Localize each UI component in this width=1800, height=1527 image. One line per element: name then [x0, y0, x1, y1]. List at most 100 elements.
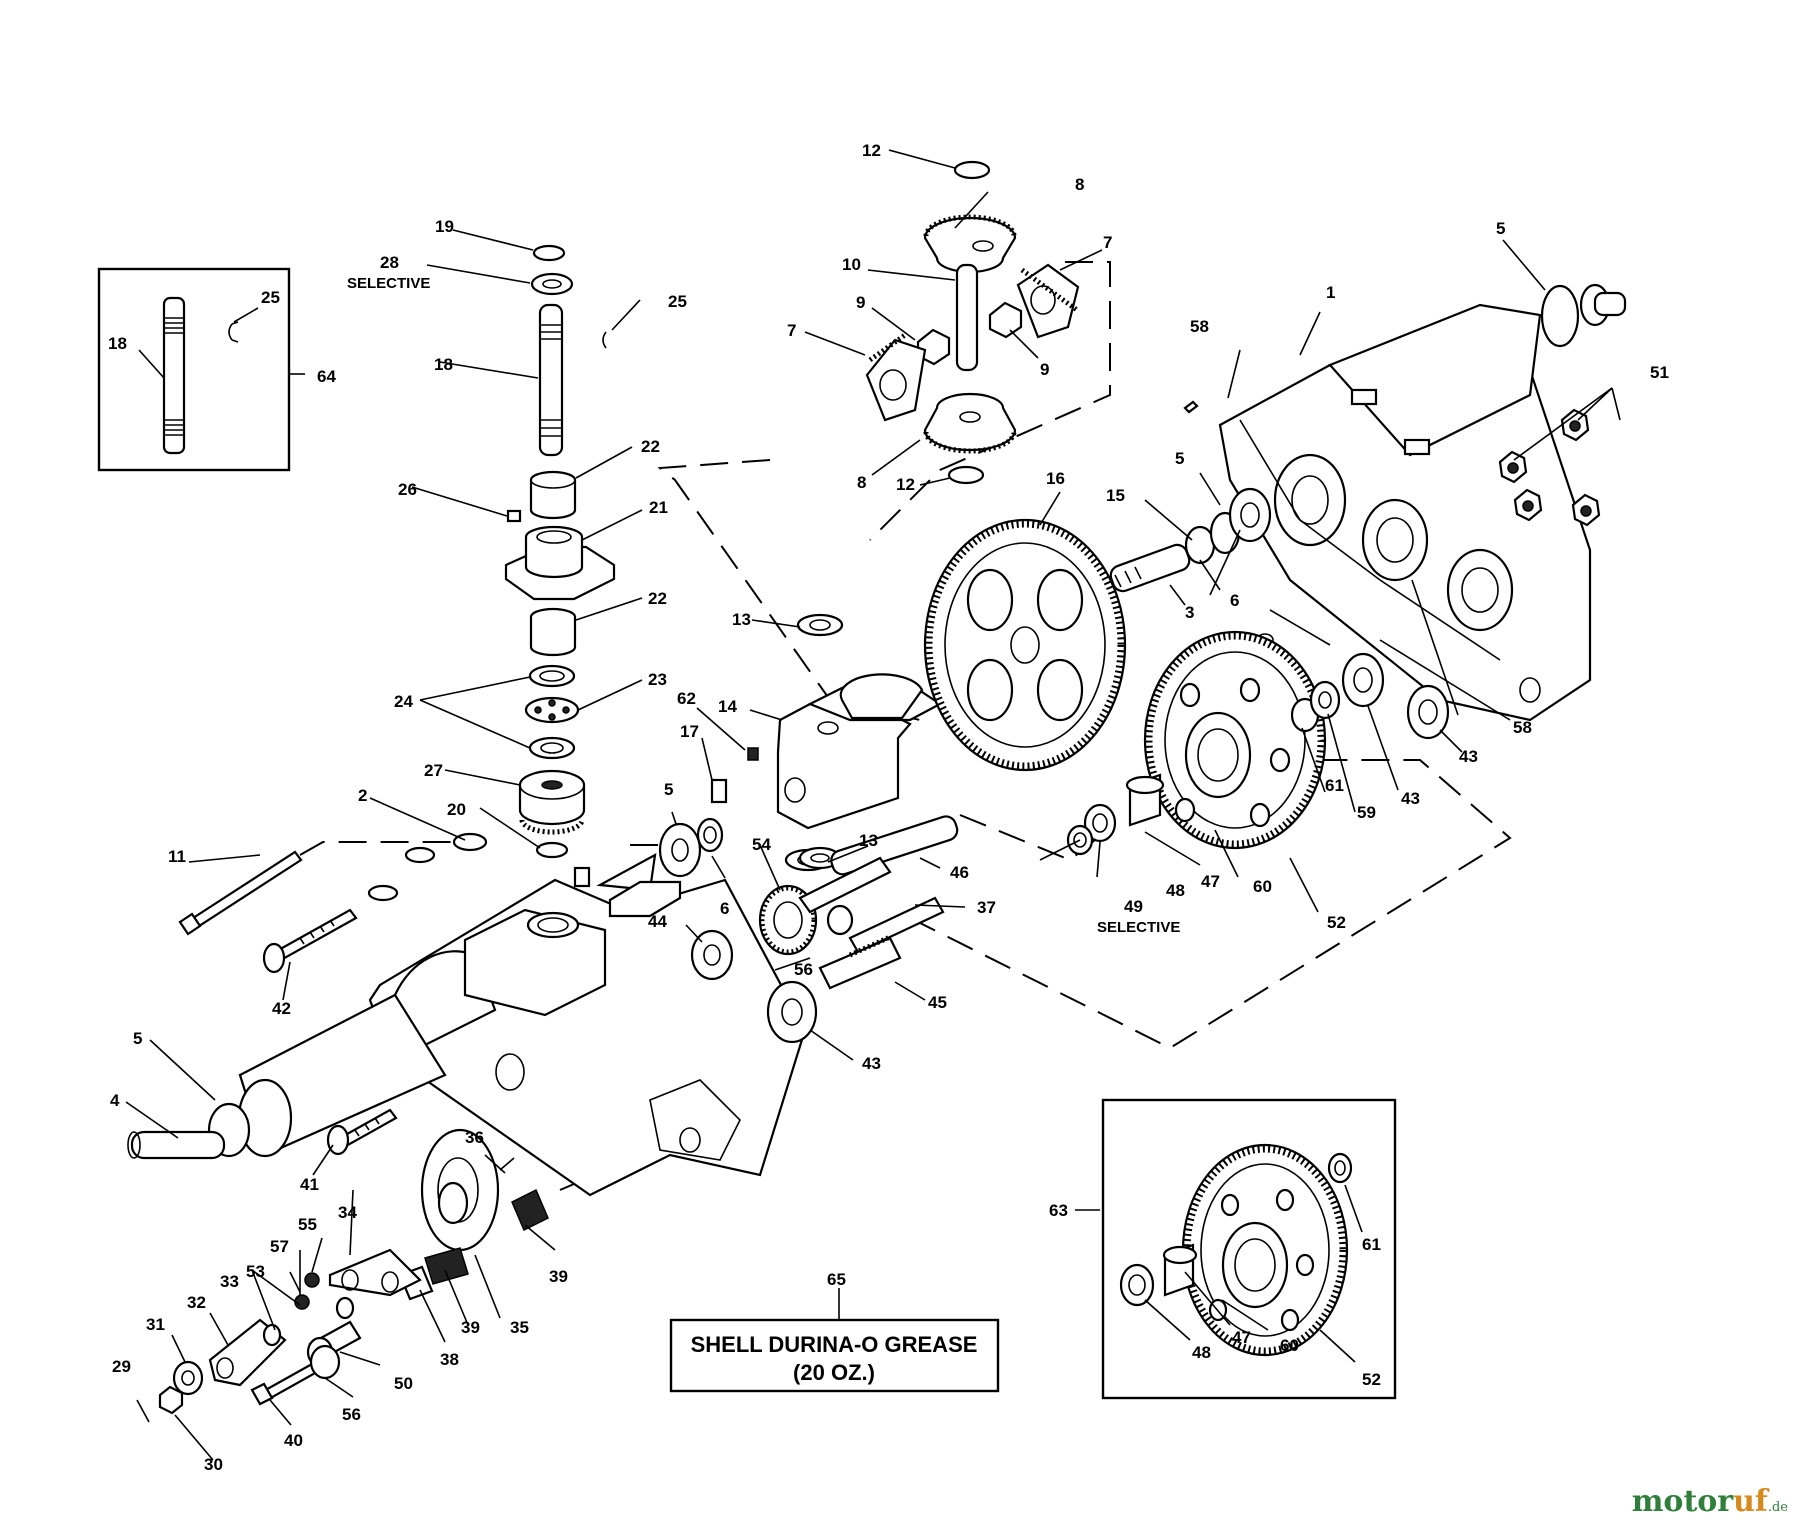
- vertical-shaft-stack: [504, 244, 616, 859]
- label-part-1: 1: [1326, 283, 1335, 302]
- watermark-brand-2: uf: [1733, 1484, 1768, 1519]
- label-part-53: 53: [246, 1262, 265, 1281]
- label-part-40: 40: [284, 1431, 303, 1450]
- label-part-59: 59: [1357, 803, 1376, 822]
- watermark-brand: motor: [1631, 1484, 1734, 1519]
- label-part-47b: 47: [1232, 1328, 1251, 1347]
- label-part-29: 29: [112, 1357, 131, 1376]
- label-selective-b: SELECTIVE: [1097, 919, 1180, 936]
- label-part-23: 23: [648, 670, 667, 689]
- label-part-41: 41: [300, 1175, 319, 1194]
- label-part-35: 35: [510, 1318, 529, 1337]
- label-part-28: 28: [380, 253, 399, 272]
- label-part-30: 30: [204, 1455, 223, 1474]
- label-part-31: 31: [146, 1315, 165, 1334]
- shaft-assembly-64: [162, 296, 239, 455]
- label-part-32: 32: [187, 1293, 206, 1312]
- label-part-27: 27: [424, 761, 443, 780]
- bolts: [178, 850, 398, 1156]
- label-part-3: 3: [1185, 603, 1194, 622]
- label-part-25b: 25: [668, 292, 687, 311]
- right-bearings: [1290, 408, 1601, 740]
- label-part-47a: 47: [1201, 872, 1220, 891]
- label-part-62: 62: [677, 689, 696, 708]
- label-part-18a: 18: [108, 334, 127, 353]
- label-part-2: 2: [358, 786, 367, 805]
- label-part-19: 19: [435, 217, 454, 236]
- label-part-7a: 7: [1103, 233, 1112, 252]
- label-part-26: 26: [398, 480, 417, 499]
- label-part-5a: 5: [664, 780, 673, 799]
- label-part-61a: 61: [1325, 776, 1344, 795]
- grease-note-line1: SHELL DURINA-O GREASE: [691, 1332, 978, 1357]
- label-part-50: 50: [394, 1374, 413, 1393]
- middle-small-parts: [658, 815, 959, 1044]
- label-part-12b: 12: [896, 475, 915, 494]
- gear-52: [1066, 630, 1327, 856]
- grease-note-line2: (20 OZ.): [793, 1360, 875, 1385]
- label-part-39b: 39: [461, 1318, 480, 1337]
- label-part-44: 44: [648, 912, 667, 931]
- label-part-7b: 7: [787, 321, 796, 340]
- label-part-46: 46: [950, 863, 969, 882]
- label-part-57: 57: [270, 1237, 289, 1256]
- inset-box-64: [97, 267, 291, 472]
- label-part-22b: 22: [648, 589, 667, 608]
- label-part-58b: 58: [1513, 718, 1532, 737]
- label-part-11: 11: [168, 847, 186, 866]
- label-part-60a: 60: [1253, 877, 1272, 896]
- label-part-65: 65: [827, 1270, 846, 1289]
- label-part-6a: 6: [720, 899, 729, 918]
- label-part-9a: 9: [856, 293, 865, 312]
- label-part-43c: 43: [1401, 789, 1420, 808]
- differential-assembly: [710, 160, 1080, 872]
- label-part-64: 64: [317, 367, 336, 386]
- label-part-5d: 5: [1496, 219, 1505, 238]
- label-part-33: 33: [220, 1272, 239, 1291]
- watermark-logo: motoruf.de: [1632, 1484, 1788, 1519]
- label-part-37: 37: [977, 898, 996, 917]
- label-part-5c: 5: [1175, 449, 1184, 468]
- watermark-tld: .de: [1767, 1500, 1788, 1515]
- large-gear-16: [923, 518, 1127, 772]
- label-part-13b: 13: [859, 831, 878, 850]
- label-part-58a: 58: [1190, 317, 1209, 336]
- right-housing-1: [1183, 283, 1627, 722]
- inset-box-63: [1101, 1098, 1397, 1400]
- leader-lines: [125, 149, 1621, 1461]
- label-part-10: 10: [842, 255, 861, 274]
- label-part-43a: 43: [862, 1054, 881, 1073]
- inset-gear-63: [1119, 1143, 1353, 1357]
- label-part-56b: 56: [342, 1405, 361, 1424]
- label-part-52a: 52: [1327, 913, 1346, 932]
- label-part-38: 38: [440, 1350, 459, 1369]
- label-part-54: 54: [752, 835, 771, 854]
- label-part-34: 34: [338, 1203, 357, 1222]
- label-part-8b: 8: [857, 473, 866, 492]
- label-part-22a: 22: [641, 437, 660, 456]
- label-part-36: 36: [465, 1128, 484, 1147]
- label-part-49: 49: [1124, 897, 1143, 916]
- part-labels: 12 8 7 10 9 9 7 8 12 19 28 SELECTIVE 25 …: [108, 141, 1669, 1474]
- label-part-63: 63: [1049, 1201, 1068, 1220]
- label-part-15: 15: [1106, 486, 1125, 505]
- label-part-39a: 39: [549, 1267, 568, 1286]
- grease-note-box: [669, 1318, 1000, 1393]
- label-selective-a: SELECTIVE: [347, 275, 430, 292]
- label-part-48b: 48: [1192, 1343, 1211, 1362]
- label-part-13a: 13: [732, 610, 751, 629]
- label-part-25a: 25: [261, 288, 280, 307]
- label-part-48a: 48: [1166, 881, 1185, 900]
- label-part-9b: 9: [1040, 360, 1049, 379]
- label-part-18b: 18: [434, 355, 453, 374]
- label-part-52b: 52: [1362, 1370, 1381, 1389]
- label-part-14: 14: [718, 697, 737, 716]
- label-part-24: 24: [394, 692, 413, 711]
- label-part-4: 4: [110, 1091, 120, 1110]
- label-part-5b: 5: [133, 1029, 142, 1048]
- label-part-61b: 61: [1362, 1235, 1381, 1254]
- label-part-42: 42: [272, 999, 291, 1018]
- label-part-56a: 56: [794, 960, 813, 979]
- label-part-21: 21: [649, 498, 668, 517]
